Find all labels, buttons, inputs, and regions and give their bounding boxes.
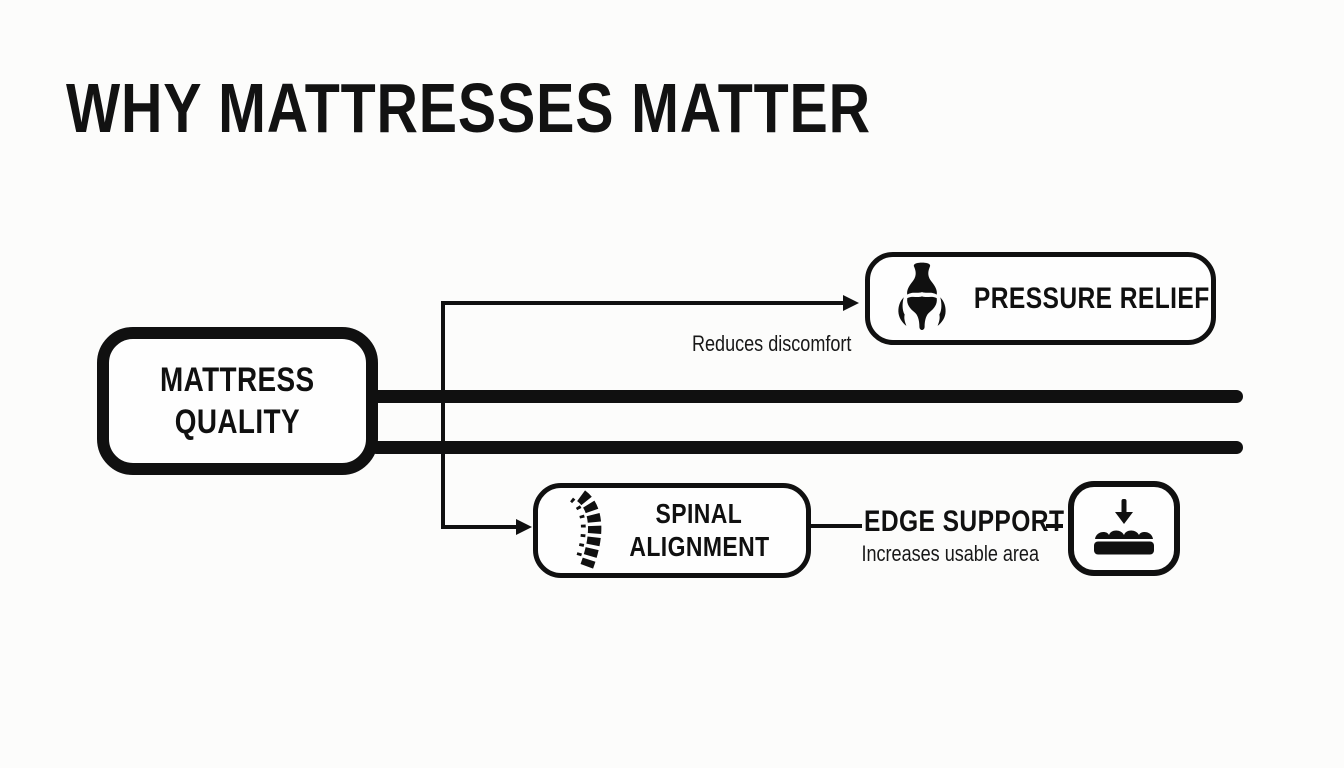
- thick-connector-bottom: [370, 441, 1243, 454]
- node-spinal-alignment: SPINAL ALIGNMENT: [533, 483, 811, 578]
- edge-support-connector-left: [810, 524, 862, 528]
- edge-support-label: EDGE SUPPORT: [864, 505, 1065, 538]
- branch-vertical-line: [441, 301, 445, 529]
- mattress-quality-label: MATTRESS QUALITY: [143, 359, 331, 444]
- arrowhead-spinal-alignment: [516, 519, 532, 535]
- thick-connector-top: [370, 390, 1243, 403]
- page-title-text: WHY MATTRESSES MATTER: [66, 69, 871, 147]
- pressure-relief-label: PRESSURE RELIEF: [973, 281, 1210, 315]
- mattress-quality-line2: QUALITY: [174, 403, 301, 441]
- edge-support-annotation: Increases usable area: [861, 541, 1039, 566]
- spinal-alignment-label: SPINAL ALIGNMENT: [628, 498, 770, 562]
- node-pressure-relief: PRESSURE RELIEF: [865, 252, 1216, 345]
- mattress-quality-line1: MATTRESS: [160, 360, 315, 399]
- pressure-relief-annotation: Reduces discomfort: [692, 331, 852, 356]
- arrow-line-to-pressure-relief: [441, 301, 845, 305]
- page-title: WHY MATTRESSES MATTER: [66, 68, 1048, 148]
- joint-icon: [896, 262, 948, 336]
- node-edge-support-icon: [1068, 481, 1180, 576]
- spine-icon: [560, 489, 606, 572]
- arrow-line-to-spinal-alignment: [441, 525, 517, 529]
- arrowhead-pressure-relief: [843, 295, 859, 311]
- edge-support-connector-right: [1046, 524, 1063, 528]
- node-mattress-quality: MATTRESS QUALITY: [97, 327, 378, 475]
- mattress-compression-icon: [1088, 498, 1160, 560]
